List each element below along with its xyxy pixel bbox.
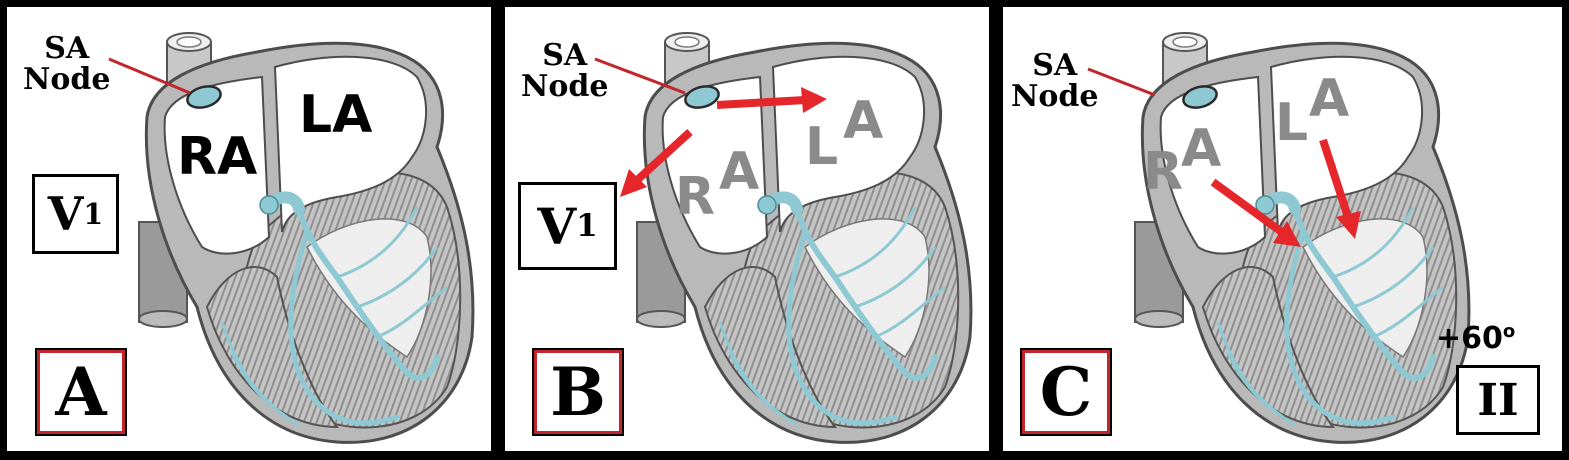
lead-name: V xyxy=(47,187,84,241)
sa-pointer-line xyxy=(1087,67,1156,97)
panel-letter-b: B xyxy=(532,348,624,436)
la-label-a: A xyxy=(843,91,884,151)
panel-c: SA Node R A L A +60o II C xyxy=(1003,7,1562,451)
angle-degree: o xyxy=(1502,321,1516,343)
sa-node-label: SA Node xyxy=(23,33,111,95)
sa-label-line1: SA xyxy=(542,38,588,73)
sa-label-line2: Node xyxy=(521,69,609,104)
heart-diagram xyxy=(108,7,491,451)
ra-label-r: R xyxy=(1143,142,1184,202)
angle-value: +60 xyxy=(1436,321,1503,356)
sa-pointer-line xyxy=(594,57,686,95)
conduction-arrow-ra xyxy=(1210,178,1301,247)
sa-label-line2: Node xyxy=(1011,79,1099,114)
sa-label-line1: SA xyxy=(1032,48,1078,83)
la-label-l: L xyxy=(1275,93,1309,153)
ra-label-r: R xyxy=(675,167,716,227)
conduction-arrow-right xyxy=(716,87,827,113)
sa-label-line1: SA xyxy=(44,31,90,66)
lead-angle: +60o xyxy=(1436,321,1515,356)
la-label-l: L xyxy=(805,117,839,177)
lead-subscript: 1 xyxy=(83,197,104,231)
panel-letter-a: A xyxy=(35,348,127,436)
lead-subscript: 1 xyxy=(576,208,598,244)
la-label: LA xyxy=(299,85,373,145)
la-label-a: A xyxy=(1309,69,1350,129)
sa-node-label: SA Node xyxy=(1011,50,1099,112)
conduction-arrow-left xyxy=(620,129,693,197)
heart-diagram xyxy=(594,7,989,451)
heart-diagram xyxy=(1087,7,1487,451)
ra-label: RA xyxy=(177,127,258,187)
panel-letter-c: C xyxy=(1020,348,1112,436)
conduction-arrow-la xyxy=(1319,138,1361,239)
sa-node-label: SA Node xyxy=(521,40,609,102)
sa-pointer-line xyxy=(108,57,191,95)
ra-label-a: A xyxy=(719,142,760,202)
ra-label-a: A xyxy=(1181,119,1222,179)
lead-name: V xyxy=(537,196,577,256)
sa-label-line2: Node xyxy=(23,62,111,97)
lead-ii-box: II xyxy=(1456,365,1540,435)
